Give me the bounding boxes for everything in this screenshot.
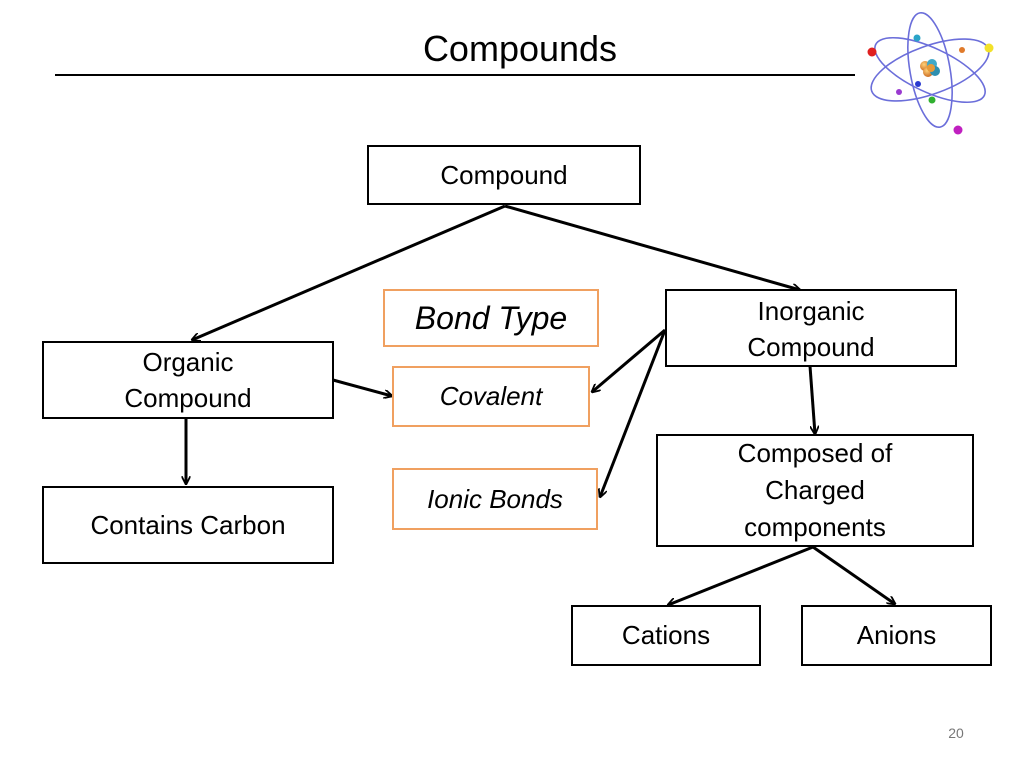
node-bond-type: Bond Type [383, 289, 599, 347]
arrow-inorganic-to-covalent [592, 328, 666, 392]
arrow-charged-to-cations [668, 545, 814, 605]
node-charged-components: Composed of Charged components [656, 434, 974, 547]
arrow-inorganic-to-ionic [600, 329, 667, 497]
arrow-inorganic-to-charged [808, 365, 815, 434]
node-covalent: Covalent [392, 366, 590, 427]
arrow-charged-to-anions [812, 545, 895, 604]
arrow-compound-to-inorganic [504, 204, 800, 290]
page-number: 20 [948, 725, 964, 741]
node-ionic-bonds: Ionic Bonds [392, 468, 598, 530]
node-organic-compound: Organic Compound [42, 341, 334, 419]
arrow-organic-to-covalent [332, 378, 392, 396]
node-anions: Anions [801, 605, 992, 666]
node-contains-carbon: Contains Carbon [42, 486, 334, 564]
node-cations: Cations [571, 605, 761, 666]
node-inorganic-compound: Inorganic Compound [665, 289, 957, 367]
title-underline [55, 74, 855, 76]
node-compound: Compound [367, 145, 641, 205]
slide-title: Compounds [422, 28, 618, 69]
arrow-compound-to-organic [192, 204, 506, 340]
atom-icon [867, 11, 994, 135]
